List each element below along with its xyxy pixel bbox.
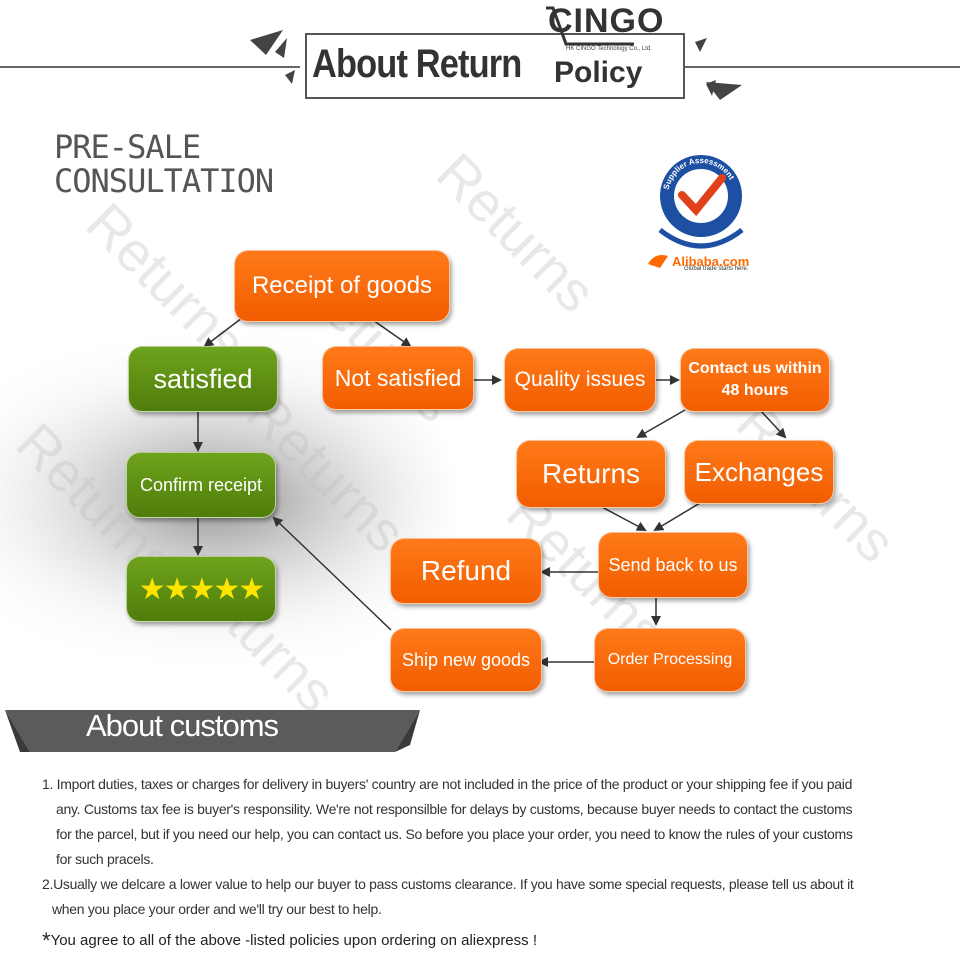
cingo-logo-subtitle: HK CINGO Technology Co., Ltd. xyxy=(566,46,652,52)
returns-box: Returns xyxy=(516,440,666,508)
decor-triangle xyxy=(275,38,287,58)
decor-triangle xyxy=(706,82,742,100)
header-line-right xyxy=(682,66,960,68)
header-policy: Policy xyxy=(554,56,643,89)
decor-triangle xyxy=(285,70,295,84)
five-star-rating: ★★★★★ xyxy=(138,572,265,606)
asterisk-icon: * xyxy=(42,928,51,953)
alibaba-tagline: Global trade starts here. xyxy=(684,266,749,272)
exchanges-box: Exchanges xyxy=(684,440,834,504)
policy-agreement: *You agree to all of the above -listed p… xyxy=(42,928,537,953)
customs-title: About customs xyxy=(86,708,279,743)
send-back-box: Send back to us xyxy=(598,532,748,598)
customs-text: 1. Import duties, taxes or charges for d… xyxy=(42,776,854,917)
refund-box: Refund xyxy=(390,538,542,604)
section-title: PRE-SALE CONSULTATION xyxy=(54,128,274,200)
receipt-of-goods-box: Receipt of goods xyxy=(234,250,450,322)
five-stars-box: ★★★★★ xyxy=(126,556,276,622)
decor-triangle xyxy=(250,30,283,55)
satisfied-box: satisfied xyxy=(128,346,278,412)
decor-triangle xyxy=(706,80,716,96)
contact-us-box: Contact us within 48 hours xyxy=(680,348,830,412)
confirm-receipt-box: Confirm receipt xyxy=(126,452,276,518)
header-line-left xyxy=(0,66,300,68)
alibaba-logo: Alibaba.com xyxy=(672,254,750,269)
svg-text:Supplier Assessment: Supplier Assessment xyxy=(662,156,737,191)
cingo-logo: CINGO xyxy=(548,2,665,40)
decor-triangle xyxy=(695,38,707,52)
order-processing-box: Order Processing xyxy=(594,628,746,692)
header-title: About Return xyxy=(312,42,522,86)
seal-text: Supplier Assessment xyxy=(662,156,737,191)
quality-issues-box: Quality issues xyxy=(504,348,656,412)
ship-new-goods-box: Ship new goods xyxy=(390,628,542,692)
not-satisfied-box: Not satisfied xyxy=(322,346,474,410)
customs-banner xyxy=(5,710,420,752)
